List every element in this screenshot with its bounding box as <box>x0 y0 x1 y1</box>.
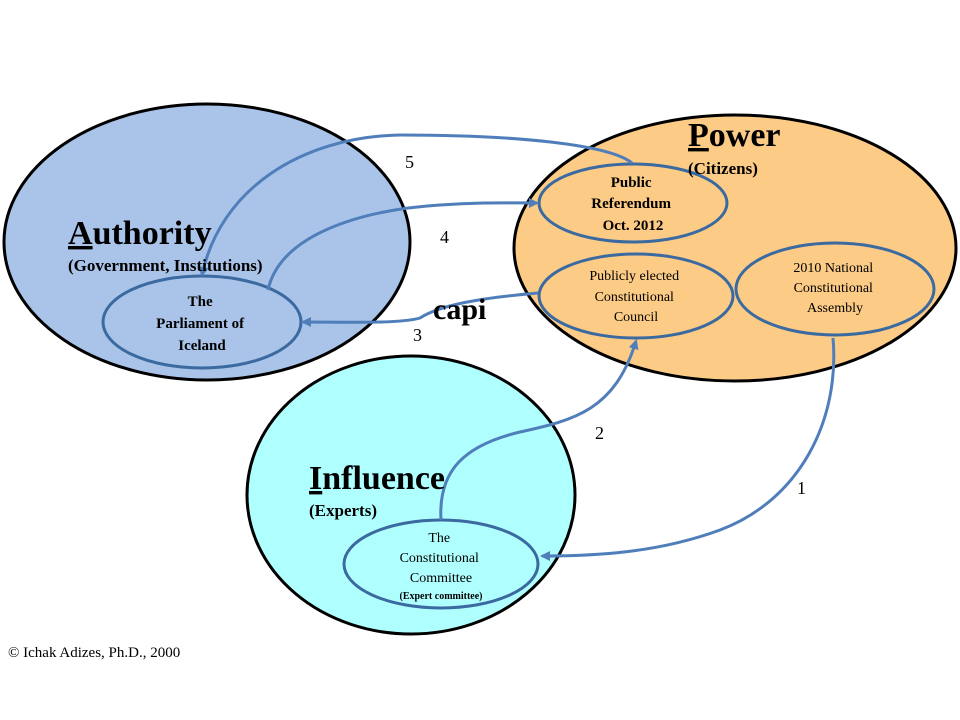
influence-subtitle: (Experts) <box>309 501 377 520</box>
stray-capi-text: capi <box>433 293 486 326</box>
arrow-number-3: 3 <box>413 325 422 345</box>
committee-line-3: Committee <box>410 571 472 586</box>
influence-circle <box>245 354 577 636</box>
arrow-number-1: 1 <box>797 478 806 498</box>
parliament-line-2: Parliament of <box>156 316 245 332</box>
power-rest: ower <box>709 117 781 154</box>
power-subtitle: (Citizens) <box>688 159 758 178</box>
referendum-ellipse <box>537 162 729 244</box>
committee-line-2: Constitutional <box>400 551 479 566</box>
arrow-4 <box>266 197 539 291</box>
assembly-label: 2010 National Constitutional Assembly <box>793 261 876 316</box>
arrow-number-4: 4 <box>440 227 449 247</box>
authority-heading: Authority <box>68 215 212 252</box>
committee-line-1: The <box>428 531 450 546</box>
influence-rest: nfluence <box>322 460 445 497</box>
copyright-notice: © Ichak Adizes, Ph.D., 2000 <box>8 645 180 661</box>
council-line-2: Constitutional <box>595 290 674 305</box>
parliament-line-1: The <box>188 294 213 310</box>
referendum-line-1: Public <box>611 175 652 191</box>
council-label: Publicly elected Constitutional Council <box>589 269 682 325</box>
council-ellipse <box>537 252 735 340</box>
committee-label: The Constitutional Committee <box>400 531 483 586</box>
parliament-line-3: Iceland <box>178 338 226 354</box>
committee-note: (Expert committee) <box>399 591 482 602</box>
arrow-1 <box>540 337 836 561</box>
referendum-line-3: Oct. 2012 <box>603 218 664 234</box>
arrow-5 <box>198 133 633 277</box>
influence-heading: Influence <box>309 460 445 497</box>
authority-subtitle: (Government, Institutions) <box>68 256 263 275</box>
referendum-label: Public Referendum Oct. 2012 <box>591 175 674 234</box>
arrow-number-2: 2 <box>595 423 604 443</box>
arrow-number-5: 5 <box>405 152 414 172</box>
council-line-3: Council <box>614 310 658 325</box>
assembly-line-1: 2010 National <box>793 261 873 276</box>
arrow-3 <box>301 291 539 328</box>
power-circle <box>512 113 958 383</box>
arrow-2 <box>439 339 639 521</box>
authority-initial: A <box>68 215 93 252</box>
assembly-line-3: Assembly <box>807 301 863 316</box>
assembly-ellipse <box>734 241 936 337</box>
referendum-line-2: Referendum <box>591 196 671 212</box>
authority-rest: uthority <box>93 215 212 252</box>
power-initial: P <box>688 117 709 154</box>
influence-initial: I <box>309 460 322 497</box>
council-line-1: Publicly elected <box>589 269 679 284</box>
power-heading: Power <box>688 117 781 154</box>
assembly-line-2: Constitutional <box>794 281 873 296</box>
parliament-label: The Parliament of Iceland <box>156 294 248 354</box>
